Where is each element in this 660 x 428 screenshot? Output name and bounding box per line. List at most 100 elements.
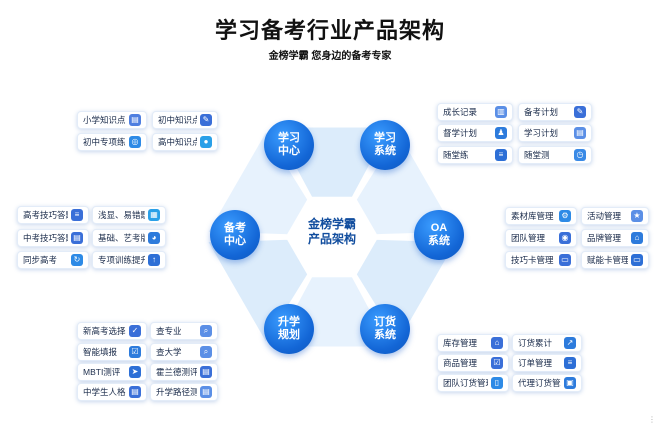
- prep-center-item[interactable]: 专项训练提升课↑: [92, 251, 166, 269]
- gear-icon: ⚙: [559, 210, 571, 222]
- learn-system-item[interactable]: 备考计划✎: [518, 103, 592, 121]
- promote-plan-item[interactable]: 霍兰德测评▤: [150, 363, 218, 381]
- prep-center-item[interactable]: 高考技巧答题≡: [17, 206, 89, 224]
- refresh-icon: ↻: [71, 254, 83, 266]
- corner-mark: ⋮: [648, 415, 656, 424]
- user-icon: ◉: [559, 232, 571, 244]
- node-learn-center[interactable]: 学习 中心: [264, 120, 314, 170]
- learn-system-item[interactable]: 随堂测◷: [518, 146, 592, 164]
- document-icon: ▤: [200, 366, 212, 378]
- item-label: 活动管理: [587, 211, 622, 221]
- item-label: 中学生人格测评: [83, 387, 126, 397]
- item-label: 新高考选择: [83, 326, 126, 336]
- node-order-system[interactable]: 订货 系统: [360, 304, 410, 354]
- prep-center-item[interactable]: 基础、艺考版◕: [92, 229, 166, 247]
- item-label: 代理订货管理: [518, 378, 561, 388]
- oa-system-item[interactable]: 技巧卡管理▭: [505, 251, 577, 269]
- page-subtitle: 金榜学霸 您身边的备考专家: [268, 51, 392, 62]
- hub-circle: [292, 197, 372, 277]
- send-icon: ➤: [129, 366, 141, 378]
- node-line-2: 中心: [278, 145, 300, 157]
- item-label: 初中知识点: [158, 115, 197, 125]
- palette-icon: ◕: [148, 232, 160, 244]
- item-label: 学习计划: [524, 128, 559, 138]
- item-label: 中考技巧答题: [23, 233, 68, 243]
- item-label: 智能填报: [83, 347, 118, 357]
- hub-line-1: 金榜学霸: [307, 217, 356, 231]
- learn-center-item[interactable]: 初中知识点✎: [152, 111, 218, 129]
- learn-center-item[interactable]: 初中专项练◎: [77, 133, 147, 151]
- item-label: 团队订货管理: [443, 378, 488, 388]
- node-line-2: 规划: [278, 329, 300, 341]
- node-line-1: 备考: [224, 222, 246, 234]
- person-icon: ♟: [495, 127, 507, 139]
- promote-plan-item[interactable]: 查大学⌕: [150, 343, 218, 361]
- item-label: 技巧卡管理: [511, 255, 554, 265]
- node-line-1: 学习: [374, 132, 396, 144]
- search-doc-icon: ⌕: [200, 325, 212, 337]
- item-label: 订单管理: [518, 358, 553, 368]
- learn-center-item[interactable]: 小学知识点▤: [77, 111, 147, 129]
- oa-system-item[interactable]: 素材库管理 ⚙: [505, 207, 577, 225]
- order-system-item[interactable]: 订货累计↗: [512, 334, 582, 352]
- learn-system-item[interactable]: 学习计划▤: [518, 124, 592, 142]
- item-label: 赋能卡管理: [587, 255, 628, 265]
- search-icon: ⌕: [200, 346, 212, 358]
- chart-icon: ▦: [148, 209, 160, 221]
- item-label: 库存管理: [443, 338, 478, 348]
- document-icon: ▤: [129, 386, 141, 398]
- node-promote-plan[interactable]: 升学 规划: [264, 304, 314, 354]
- clipboard-icon: ▤: [200, 386, 212, 398]
- order-system-item[interactable]: 订单管理≡: [512, 354, 582, 372]
- store-icon: ▣: [564, 377, 576, 389]
- item-label: 团队管理: [511, 233, 546, 243]
- item-label: 专项训练提升课: [98, 255, 145, 265]
- node-line-2: 系统: [428, 235, 450, 247]
- node-learn-system[interactable]: 学习 系统: [360, 120, 410, 170]
- order-system-item[interactable]: 商品管理☑: [437, 354, 509, 372]
- learn-system-item[interactable]: 督学计划♟: [437, 124, 513, 142]
- promote-plan-item[interactable]: 中学生人格测评▤: [77, 383, 147, 401]
- item-label: 基础、艺考版: [98, 233, 145, 243]
- item-label: 随堂练: [443, 150, 469, 160]
- learn-center-item[interactable]: 高中知识点●: [152, 133, 218, 151]
- promote-plan-item[interactable]: 新高考选择✓: [77, 322, 147, 340]
- card-icon: ▭: [631, 254, 643, 266]
- order-system-item[interactable]: 代理订货管理▣: [512, 374, 582, 392]
- checkbox-icon: ☑: [129, 346, 141, 358]
- node-oa-system[interactable]: OA 系统: [414, 210, 464, 260]
- node-line-1: 订货: [374, 316, 396, 328]
- item-label: 初中专项练: [83, 137, 126, 147]
- item-label: 高考技巧答题: [23, 210, 68, 220]
- oa-system-item[interactable]: 赋能卡管理▭: [581, 251, 649, 269]
- promote-plan-item[interactable]: 查专业⌕: [150, 322, 218, 340]
- architecture-hub: 金榜学霸 产品架构: [292, 205, 372, 269]
- trend-icon: ↗: [564, 337, 576, 349]
- building-icon: ▥: [495, 106, 507, 118]
- item-label: 高中知识点: [158, 137, 197, 147]
- prep-center-item[interactable]: 中考技巧答题▤: [17, 229, 89, 247]
- item-label: 小学知识点: [83, 115, 126, 125]
- pencil-icon: ✎: [574, 106, 586, 118]
- oa-system-item[interactable]: 活动管理★: [581, 207, 649, 225]
- order-system-item[interactable]: 库存管理⌂: [437, 334, 509, 352]
- promote-plan-item[interactable]: MBTI测评➤: [77, 363, 147, 381]
- prep-center-item[interactable]: 同步高考↻: [17, 251, 89, 269]
- up-arrow-icon: ↑: [148, 254, 160, 266]
- checkbox-icon: ☑: [491, 357, 503, 369]
- learn-system-item[interactable]: 随堂练≡: [437, 146, 513, 164]
- item-label: 浅显、易错题详解: [98, 210, 145, 220]
- phone-icon: ▯: [491, 377, 503, 389]
- node-line-1: 升学: [278, 316, 300, 328]
- order-system-item[interactable]: 团队订货管理▯: [437, 374, 509, 392]
- promote-plan-item[interactable]: 升学路径测评▤: [150, 383, 218, 401]
- home-icon: ⌂: [631, 232, 643, 244]
- item-label: 霍兰德测评: [156, 367, 197, 377]
- learn-system-item[interactable]: 成长记录▥: [437, 103, 513, 121]
- oa-system-item[interactable]: 品牌管理⌂: [581, 229, 649, 247]
- oa-system-item[interactable]: 团队管理 ◉: [505, 229, 577, 247]
- item-label: 素材库管理: [511, 211, 554, 221]
- promote-plan-item[interactable]: 智能填报 ☑: [77, 343, 147, 361]
- prep-center-item[interactable]: 浅显、易错题详解▦: [92, 206, 166, 224]
- node-prep-center[interactable]: 备考 中心: [210, 210, 260, 260]
